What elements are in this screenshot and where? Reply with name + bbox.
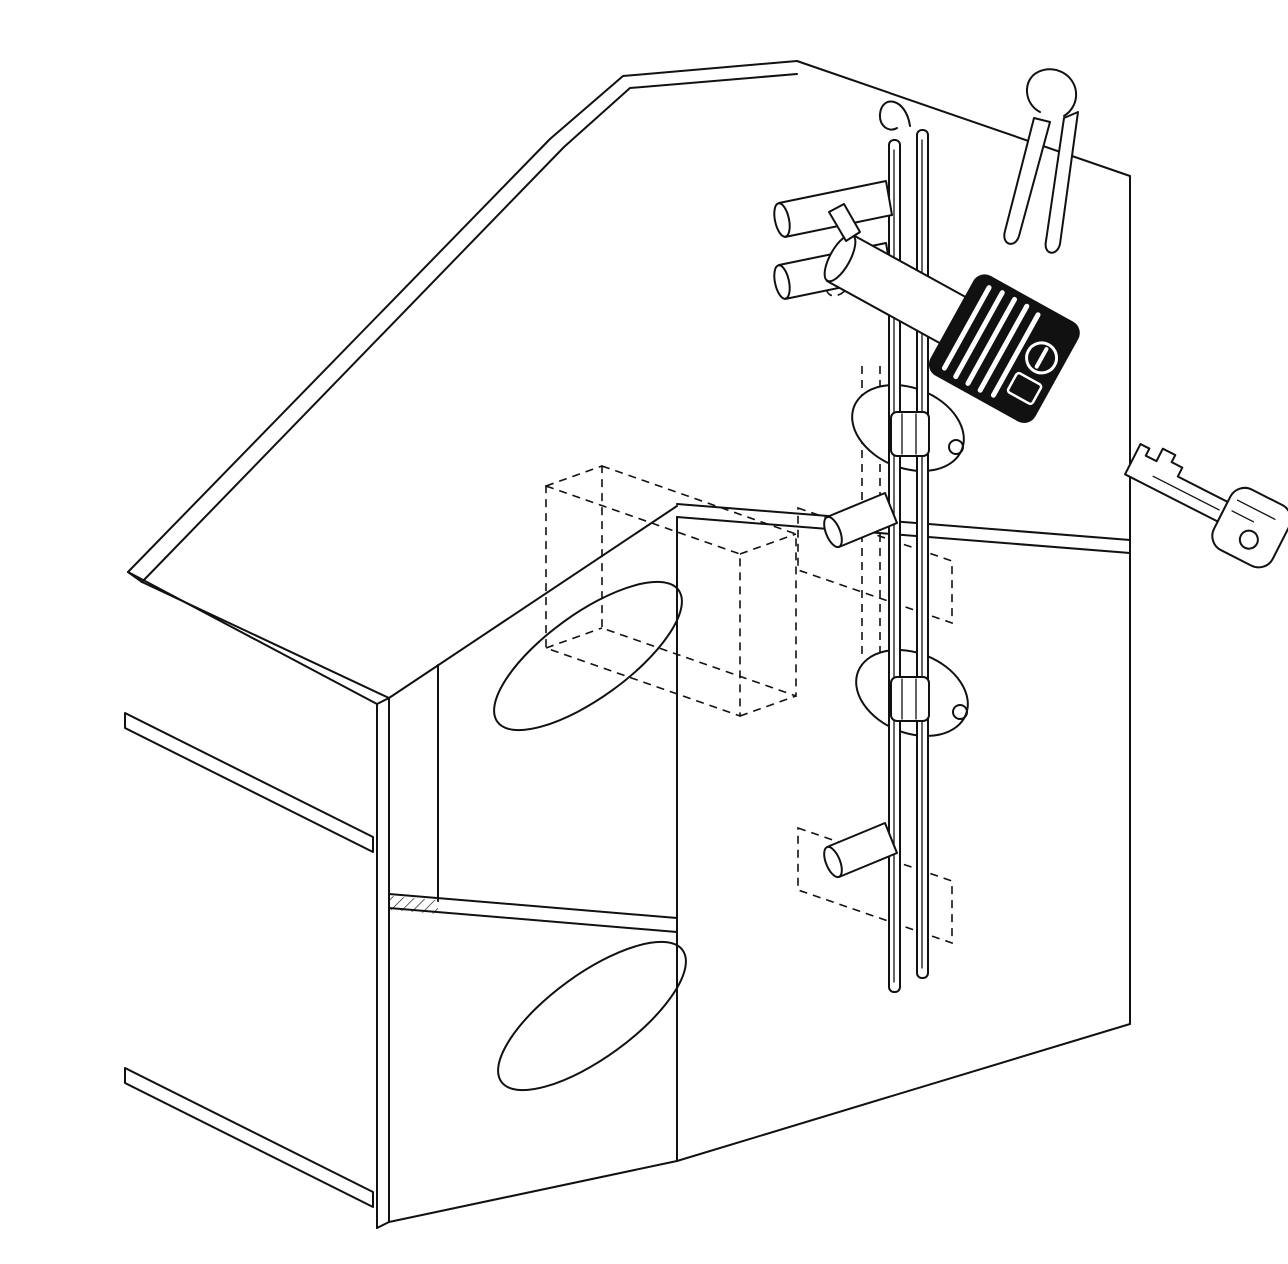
drawer-unit-upper: Upper drawer unit (open box, line art) xyxy=(127,60,798,902)
slider-clip-lower: Lower slider clip on bar xyxy=(890,676,930,722)
retaining-clip: Spring retaining clip xyxy=(1003,68,1079,254)
cylinder-housing xyxy=(928,274,1080,423)
keyway-icon xyxy=(1025,341,1059,375)
key-bow xyxy=(1211,486,1288,569)
cabinet-side-panel: Cabinet side panel carrying the lock ass… xyxy=(676,60,1131,1162)
housing-ribs xyxy=(941,285,1041,398)
sectioned-edge-hatching: Sectioned panel edges shown hatched xyxy=(124,712,438,1208)
key-blade xyxy=(1124,443,1229,523)
slider-clip-upper: Upper slider clip on bar xyxy=(890,411,930,457)
diagram-canvas: Exploded isometric diagram of a two-draw… xyxy=(124,60,1288,1229)
drawer-unit-lower: Lower drawer unit (open box, line art) xyxy=(376,697,678,1229)
code-plate xyxy=(1006,371,1043,406)
key: Key with bitted blade and bow xyxy=(1124,443,1288,569)
drawer-slot-lower: Oval slot in lower drawer xyxy=(497,940,687,1092)
locking-pin-middle: Middle locking pin xyxy=(823,492,898,549)
drawer-slot-upper: Oval slot in upper drawer xyxy=(493,580,683,732)
technical-illustration: Exploded isometric diagram of a two-draw… xyxy=(40,16,1288,1248)
locking-bar: Vertical gang locking bar (twin rails) xyxy=(878,100,929,993)
key-ring-hole xyxy=(1238,529,1259,550)
cylinder-cam-tab xyxy=(828,203,861,242)
lock-cylinder-assembly: Lock cylinder with ribbed black housing,… xyxy=(823,203,1080,423)
locking-pin-lower: Lower locking pin xyxy=(823,822,898,879)
